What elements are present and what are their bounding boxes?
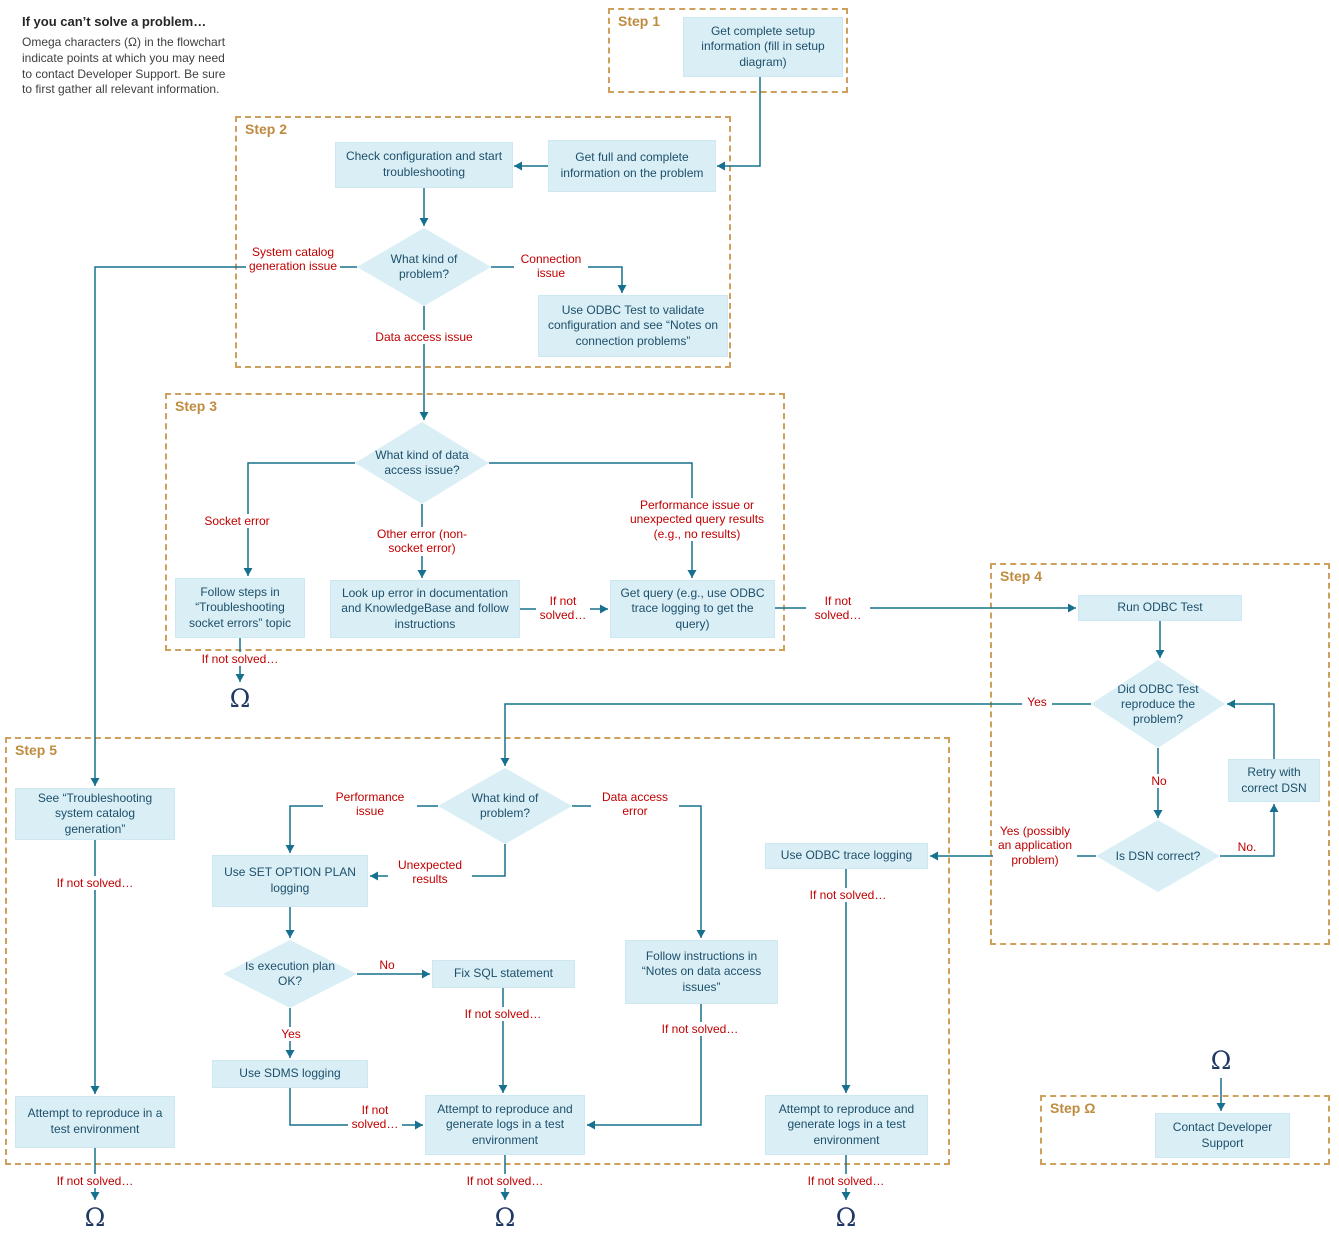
node-see-catalog-troubleshooting: See “Troubleshooting system catalog gene…	[15, 788, 175, 840]
node-sdms-logging: Use SDMS logging	[212, 1060, 368, 1088]
node-reproduce-logs-right: Attempt to reproduce and generate logs i…	[765, 1095, 928, 1155]
node-reproduce-test-env: Attempt to reproduce in a test environme…	[15, 1096, 175, 1148]
branch-label-data-access-error: Data access error	[591, 790, 679, 819]
decision-data-access-kind-text: What kind of data access issue?	[375, 448, 469, 477]
omega-symbol-step3: Ω	[229, 684, 251, 713]
step-5-container: Step 5	[5, 737, 950, 1165]
decision-dsn-correct-text: Is DSN correct?	[1115, 848, 1201, 863]
branch-label-no-odbc: No	[1146, 774, 1172, 789]
node-contact-developer-support: Contact Developer Support	[1155, 1113, 1290, 1158]
omega-symbol-bottom-right: Ω	[835, 1203, 857, 1232]
branch-label-other-error: Other error (non-socket error)	[360, 527, 484, 556]
connector-label-not-solved-bottom-left: If not solved…	[51, 1174, 139, 1189]
omega-symbol-bottom-left: Ω	[84, 1203, 106, 1232]
step-1-label: Step 1	[618, 13, 661, 29]
node-set-option-plan-logging: Use SET OPTION PLAN logging	[212, 855, 368, 907]
branch-label-data-access: Data access issue	[367, 330, 481, 345]
node-get-query: Get query (e.g., use ODBC trace logging …	[610, 580, 775, 638]
omega-symbol-step-omega: Ω	[1210, 1046, 1232, 1075]
node-reproduce-logs-mid: Attempt to reproduce and generate logs i…	[425, 1095, 585, 1155]
sidenote-body: Omega characters (Ω) in the flowchart in…	[22, 35, 226, 97]
omega-symbol-bottom-mid: Ω	[494, 1203, 516, 1232]
node-get-setup-info: Get complete setup information (fill in …	[683, 17, 843, 77]
node-retry-correct-dsn: Retry with correct DSN	[1228, 759, 1320, 802]
connector-label-not-solved-fixsql: If not solved…	[459, 1007, 547, 1022]
branch-label-yes-odbc: Yes	[1022, 695, 1052, 710]
decision-odbc-reproduce-text: Did ODBC Test reproduce the problem?	[1117, 681, 1199, 726]
node-fix-sql-statement: Fix SQL statement	[432, 960, 575, 988]
step-5-label: Step 5	[15, 742, 58, 758]
step-2-container: Step 2	[235, 116, 731, 368]
branch-label-system-catalog: System catalog generation issue	[246, 245, 340, 274]
branch-label-unexpected-results: Unexpected results	[388, 858, 472, 887]
node-lookup-error: Look up error in documentation and Knowl…	[330, 580, 520, 638]
sidenote: If you can’t solve a problem… Omega char…	[22, 14, 230, 98]
step-4-label: Step 4	[1000, 568, 1043, 584]
branch-label-performance-issue: Performance issue	[323, 790, 417, 819]
step-3-label: Step 3	[175, 398, 218, 414]
branch-label-no-exec-plan: No	[374, 958, 400, 973]
node-check-configuration: Check configuration and start troublesho…	[335, 142, 513, 188]
branch-label-no-dsn: No.	[1232, 840, 1262, 855]
decision-problem-kind-2-text: What kind of problem?	[471, 791, 539, 820]
connector-label-not-solved-query: If not solved…	[806, 594, 870, 623]
branch-label-socket-error: Socket error	[195, 514, 279, 529]
step-2-label: Step 2	[245, 121, 288, 137]
node-odbc-test-validate: Use ODBC Test to validate configuration …	[538, 295, 728, 357]
step-omega-container: Step Ω	[1040, 1095, 1330, 1165]
node-get-full-info: Get full and complete information on the…	[548, 140, 716, 192]
sidenote-title: If you can’t solve a problem…	[22, 14, 207, 29]
connector-label-not-solved-socket: If not solved…	[196, 652, 284, 667]
connector-label-not-solved-notes: If not solved…	[656, 1022, 744, 1037]
connector-label-not-solved-lookup: If not solved…	[536, 594, 590, 623]
step-omega-label: Step Ω	[1050, 1100, 1096, 1116]
branch-label-yes-application: Yes (possibly an application problem)	[993, 824, 1077, 868]
connector-label-not-solved-catalog: If not solved…	[51, 876, 139, 891]
connector-label-not-solved-sdms: If not solved…	[348, 1103, 402, 1132]
node-run-odbc-test: Run ODBC Test	[1078, 595, 1242, 621]
node-odbc-trace-logging: Use ODBC trace logging	[765, 843, 928, 869]
node-follow-data-access-notes: Follow instructions in “Notes on data ac…	[625, 940, 778, 1004]
connector-label-not-solved-bottom-right: If not solved…	[802, 1174, 890, 1189]
branch-label-performance-query: Performance issue or unexpected query re…	[615, 498, 779, 542]
branch-label-connection: Connection issue	[514, 252, 588, 281]
node-follow-socket-steps: Follow steps in “Troubleshooting socket …	[175, 578, 305, 638]
decision-problem-kind-text: What kind of problem?	[390, 252, 458, 281]
decision-execution-plan-ok-text: Is execution plan OK?	[244, 959, 336, 988]
branch-label-yes-exec-plan: Yes	[276, 1027, 306, 1042]
connector-label-not-solved-bottom-mid: If not solved…	[461, 1174, 549, 1189]
connector-label-not-solved-trace: If not solved…	[804, 888, 892, 903]
